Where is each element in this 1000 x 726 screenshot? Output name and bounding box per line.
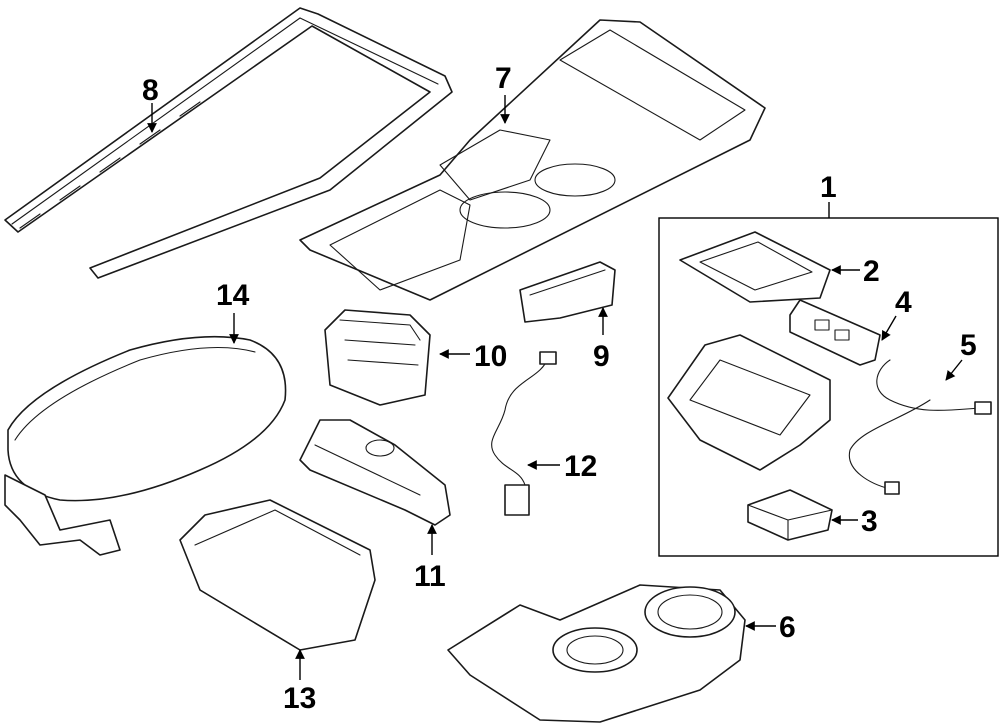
callout-6: 6 [779,611,796,644]
part-13-storage-bin [179,499,376,651]
part-4-switch-panel [789,299,881,366]
callout-2: 2 [863,255,880,288]
part-14-armrest-lid [4,335,287,556]
callout-10: 10 [474,340,507,373]
callout-4: 4 [895,286,912,319]
part-2-tray [679,231,831,303]
callout-11: 11 [414,560,446,593]
callout-5: 5 [960,329,977,362]
part-12-wiring-harness [491,351,557,516]
callout-14: 14 [216,279,250,312]
part-7-console-frame [299,19,766,301]
callout-1: 1 [820,171,837,204]
part-3-module [747,489,833,541]
part-10-shifter-housing [324,309,431,406]
callout-12: 12 [564,450,597,483]
callout-8: 8 [142,74,159,107]
leader-lines [147,95,963,680]
part-11-switch-module [299,419,451,526]
callout-3: 3 [861,505,878,538]
part-5-harness [848,359,992,495]
part-1-console-bin [667,334,831,471]
callout-9: 9 [593,340,610,373]
part-9-bracket [519,261,616,323]
callout-7: 7 [495,62,512,95]
callout-13: 13 [283,682,316,715]
part-6-cup-holder [447,584,746,723]
part-8-trim-strip [4,7,453,279]
